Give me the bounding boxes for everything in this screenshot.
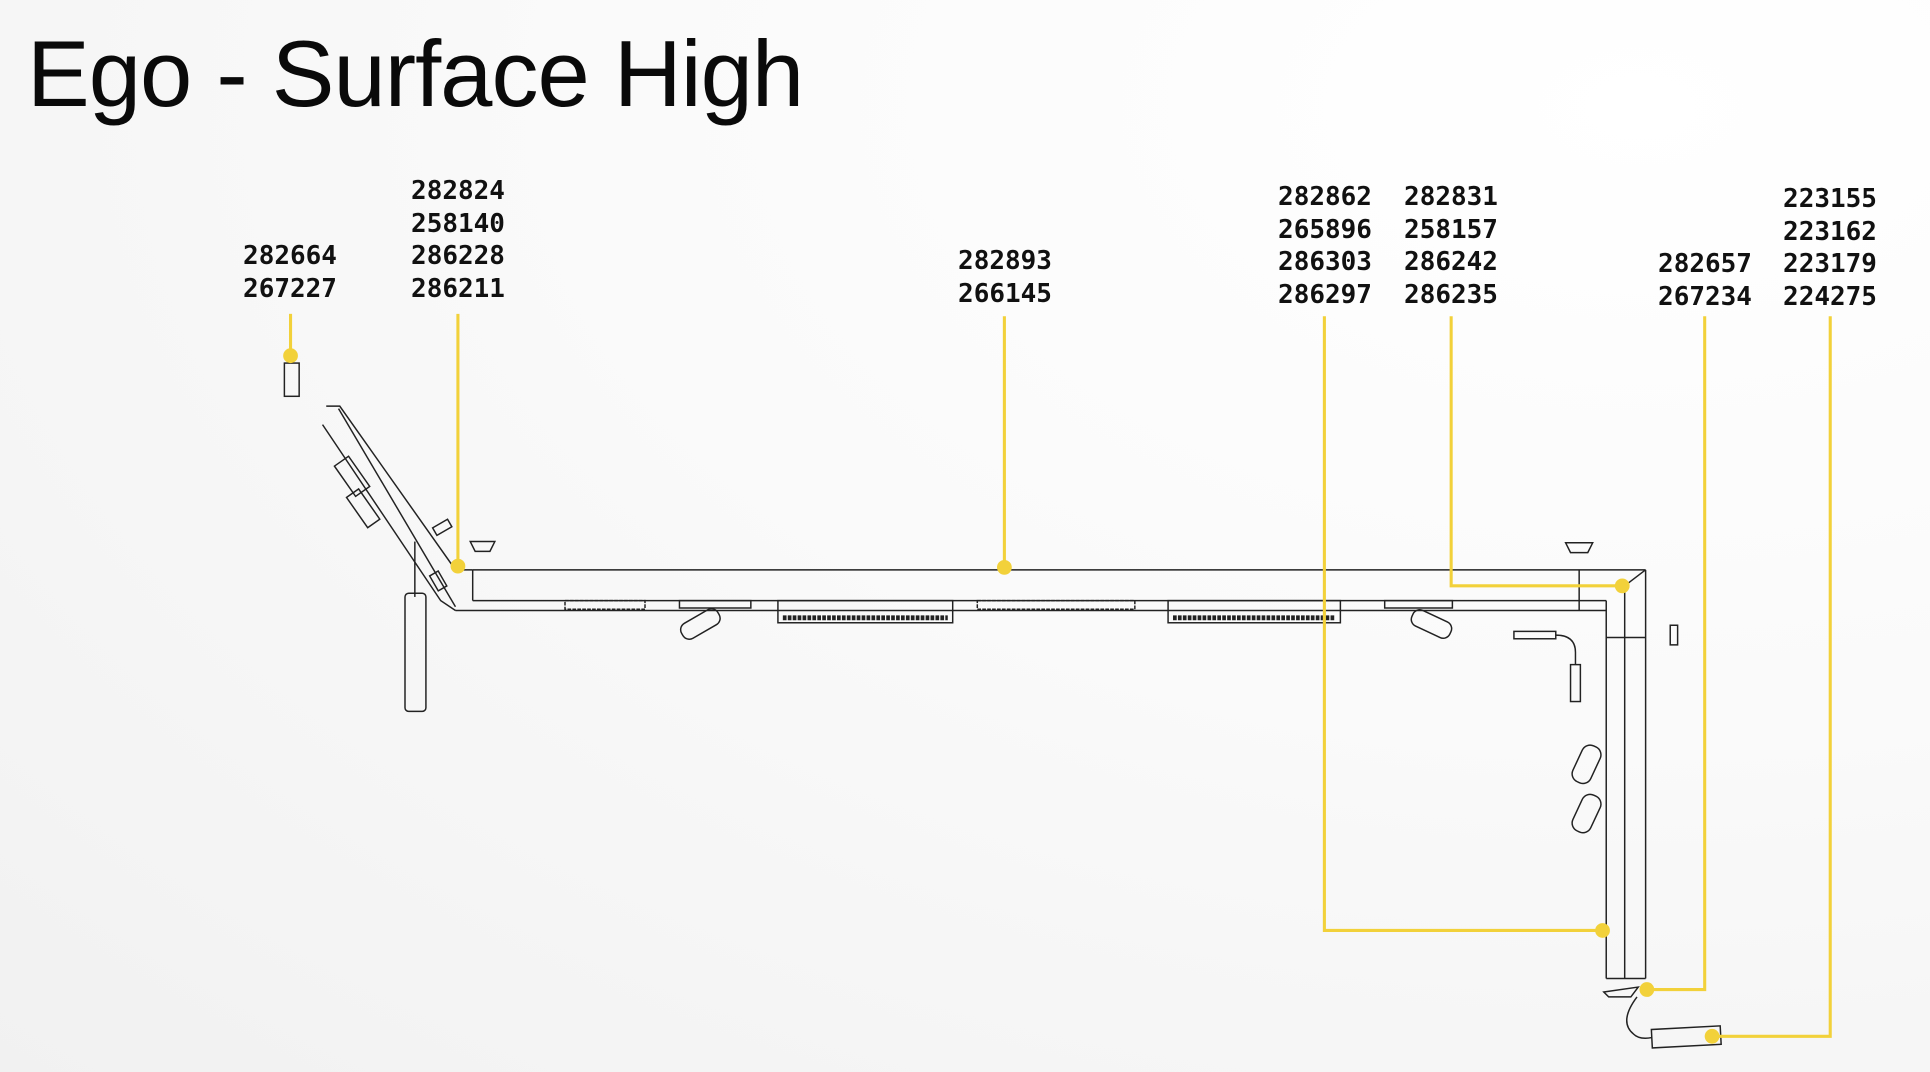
pendant-tube-icon — [404, 592, 427, 713]
leader-dot — [1614, 578, 1630, 594]
leader-dots — [283, 348, 1720, 1044]
product-code: 223155 — [1783, 184, 1877, 214]
diagonal-track — [326, 405, 473, 571]
product-code: 286242 — [1404, 247, 1498, 277]
wall-spot-icon — [1669, 624, 1679, 646]
product-code: 282831 — [1404, 182, 1498, 212]
leader-dot — [450, 558, 466, 574]
product-code: 282893 — [958, 246, 1052, 276]
leader-line-5 — [1449, 316, 1623, 588]
leader-dot — [283, 348, 298, 364]
product-code: 267234 — [1658, 281, 1752, 312]
callout-label-4: 282862 265896 286303 286297 — [1278, 181, 1372, 311]
callout-label-7: 223155 223162 223179 224275 — [1783, 183, 1877, 313]
leader-dot — [1639, 982, 1655, 997]
linear-module-icon — [777, 599, 954, 624]
leader-dot — [1704, 1028, 1720, 1044]
product-code: 223179 — [1783, 249, 1877, 279]
product-code: 266145 — [958, 278, 1052, 309]
spotlight-icon — [1571, 744, 1602, 785]
product-code: 282664 — [243, 241, 337, 271]
linear-module-icon — [1167, 599, 1342, 624]
product-code: 258140 — [411, 208, 505, 239]
leader-line-6 — [1646, 316, 1707, 992]
product-code: 267227 — [243, 273, 337, 304]
product-code: 265896 — [1278, 214, 1372, 245]
product-code: 286211 — [411, 273, 505, 304]
track-drawing — [283, 362, 1722, 1049]
recessed-spot-icon — [469, 540, 497, 553]
callout-label-1: 282664 267227 — [243, 240, 337, 305]
callout-label-2: 282824 258140 286228 286211 — [411, 175, 505, 305]
product-code: 286303 — [1278, 247, 1372, 277]
product-code: 282824 — [411, 176, 505, 206]
diagonal-track-lower — [321, 424, 456, 612]
product-code: 286235 — [1404, 279, 1498, 310]
leader-dot — [997, 560, 1012, 575]
spotlight-icon — [1410, 609, 1453, 639]
linear-module-icon — [976, 599, 1136, 610]
grille-icon — [431, 518, 453, 537]
wall-light-icon — [1513, 630, 1557, 640]
product-code: 282862 — [1278, 182, 1372, 212]
callout-label-5: 282831 258157 286242 286235 — [1404, 181, 1498, 311]
product-code: 224275 — [1783, 281, 1877, 312]
page-title: Ego - Surface High — [27, 21, 804, 126]
linear-module-icon — [564, 599, 646, 610]
recessed-spot-icon — [1564, 542, 1594, 554]
pendant-icon — [283, 362, 300, 398]
leader-line-7 — [1712, 316, 1832, 1038]
product-code: 223162 — [1783, 216, 1877, 247]
callout-label-3: 282893 266145 — [958, 245, 1052, 310]
product-code: 282657 — [1658, 249, 1752, 279]
spotlight-icon — [1571, 793, 1602, 834]
callout-label-6: 282657 267234 — [1658, 248, 1752, 313]
feeder-icon — [1602, 986, 1640, 998]
product-code: 286228 — [411, 241, 505, 271]
leader-line-4 — [1322, 316, 1603, 932]
spotlight-icon — [679, 608, 721, 640]
leader-lines — [289, 313, 1832, 1038]
product-code: 258157 — [1404, 214, 1498, 245]
leader-dot — [1595, 923, 1610, 938]
product-code: 286297 — [1278, 279, 1372, 310]
